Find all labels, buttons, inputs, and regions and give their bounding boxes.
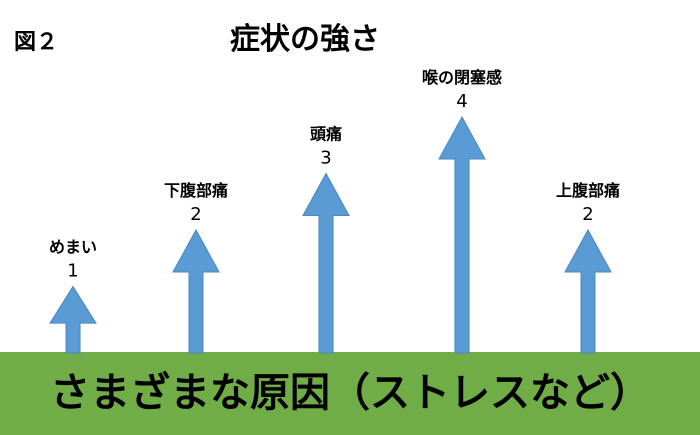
value-label-3: 3	[320, 148, 331, 169]
arrow-bar-2	[172, 228, 220, 354]
figure-label: 図２	[14, 30, 59, 55]
arrow-bar-1	[49, 285, 97, 354]
value-label-1: 1	[67, 261, 78, 282]
category-label-4: 喉の閉塞感	[422, 68, 502, 87]
ground-band: さまざまな原因（ストレスなど）	[0, 352, 700, 435]
arrow-bar-4	[438, 115, 486, 354]
category-label-2: 下腹部痛	[164, 181, 228, 200]
ground-label: さまざまな原因（ストレスなど）	[50, 370, 650, 416]
value-label-4: 4	[456, 91, 467, 112]
arrow-bar-5	[564, 228, 612, 354]
arrow-bar-3	[302, 172, 350, 354]
value-label-2: 2	[190, 204, 201, 225]
category-label-3: 頭痛	[310, 125, 342, 144]
value-label-5: 2	[582, 204, 593, 225]
chart-title: 症状の強さ	[230, 22, 380, 57]
category-label-1: めまい	[49, 238, 97, 257]
category-label-5: 上腹部痛	[556, 181, 620, 200]
